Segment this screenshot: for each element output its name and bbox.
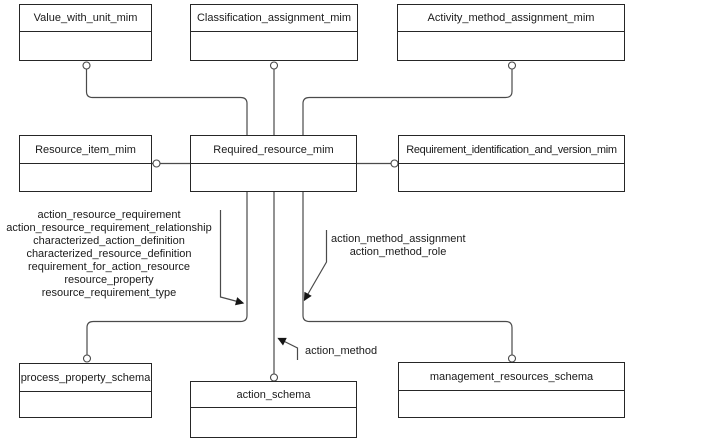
connector-circle-value (82, 61, 91, 70)
relationship-name: requirement_for_action_resource (27, 261, 191, 273)
connector-value-to-process-property (85, 69, 248, 355)
relationship-name: action_resource_requirement (37, 209, 181, 221)
right-relationship-leader-arrow (303, 230, 328, 302)
entity-box-label: Required_resource_mim (191, 136, 356, 164)
entity-box-label: Activity_method_assignment_mim (398, 5, 624, 32)
entity-box-action-schema[interactable]: action_schema (190, 381, 357, 438)
relationship-name: characterized_resource_definition (26, 248, 192, 260)
connector-circle-resource-item (152, 159, 161, 168)
entity-box-required-resource-mim[interactable]: Required_resource_mim (190, 135, 357, 192)
entity-box-label: action_schema (191, 382, 356, 408)
entity-box-label: Classification_assignment_mim (191, 5, 357, 32)
connector-circle-requirement-id (390, 159, 399, 168)
entity-box-management-resources-schema[interactable]: management_resources_schema (398, 362, 625, 418)
connector-circle-activity (507, 61, 517, 70)
entity-box-requirement-identification-and-version-mim[interactable]: Requirement_identification_and_version_m… (398, 135, 625, 192)
relationship-name: action_method_role (349, 246, 447, 258)
entity-box-value-with-unit-mim[interactable]: Value_with_unit_mim (19, 4, 152, 61)
entity-box-label: Requirement_identification_and_version_m… (399, 136, 624, 164)
entity-box-activity-method-assignment-mim[interactable]: Activity_method_assignment_mim (397, 4, 625, 61)
relationship-name: resource_requirement_type (41, 287, 177, 299)
connector-circle-management-resources (507, 354, 517, 363)
action-method-label: action_method (305, 345, 378, 357)
relationship-name: action_method_assignment (331, 233, 466, 245)
connector-circle-process-property (82, 354, 92, 363)
left-relationship-name-list: action_resource_requirement action_resou… (1, 209, 217, 300)
left-relationship-leader-arrow (219, 210, 245, 306)
connector-circle-action-schema (269, 373, 279, 382)
action-method-leader-arrow (277, 337, 299, 360)
connector-activity-to-management-resources (302, 69, 513, 355)
entity-box-label: Value_with_unit_mim (20, 5, 151, 32)
entity-box-process-property-schema[interactable]: process_property_schema (19, 363, 152, 418)
connector-circle-classification (269, 61, 279, 70)
relationship-name: resource_property (64, 274, 154, 286)
relationship-name: characterized_action_definition (33, 235, 185, 247)
entity-box-label: Resource_item_mim (20, 136, 151, 164)
relationship-name: action_resource_requirement_relationship (6, 222, 212, 234)
right-relationship-name-list: action_method_assignment action_method_r… (331, 233, 466, 259)
entity-box-classification-assignment-mim[interactable]: Classification_assignment_mim (190, 4, 358, 61)
entity-box-resource-item-mim[interactable]: Resource_item_mim (19, 135, 152, 192)
entity-box-label: process_property_schema (20, 364, 151, 392)
entity-box-label: management_resources_schema (399, 363, 624, 391)
